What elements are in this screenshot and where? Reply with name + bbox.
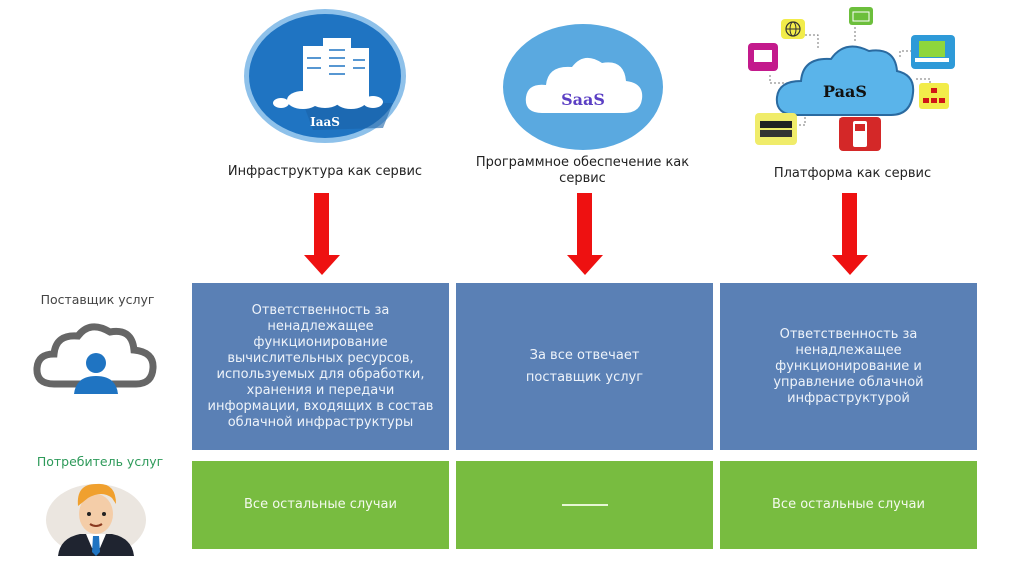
empty-dash: [561, 504, 608, 506]
provider-cell-saas: За все отвечает поставщик услуг: [456, 283, 713, 450]
globe-icon: [781, 19, 805, 39]
paas-diagram: PaaS: [745, 5, 960, 153]
laptop-icon: [911, 35, 955, 69]
iaas-arrow-icon: [303, 193, 341, 276]
provider-cell-paas: Ответственность за ненадлежащее функцион…: [720, 283, 977, 450]
saas-arrow-icon: [566, 193, 604, 276]
server-rack-icon: [755, 113, 797, 145]
network-icon: [919, 83, 949, 109]
consumer-avatar-icon: [44, 476, 148, 556]
paas-badge-label: PaaS: [823, 82, 867, 101]
iaas-caption: Инфраструктура как сервис: [227, 164, 423, 179]
saas-caption: Программное обеспечение как сервис: [475, 155, 690, 186]
mobile-phone-icon: [839, 117, 881, 151]
iaas-badge-label: IaaS: [310, 115, 340, 129]
consumer-label: Потребитель услуг: [36, 454, 164, 469]
provider-label: Поставщик услуг: [40, 292, 155, 307]
consumer-cell-paas: Все остальные случаи: [720, 461, 977, 549]
saas-badge-label: SaaS: [561, 90, 605, 109]
iaas-server-cloud-icon: IaaS: [244, 9, 406, 143]
monitor-icon: [748, 43, 778, 71]
consumer-cell-saas: [456, 461, 713, 549]
consumer-cell-iaas: Все остальные случаи: [192, 461, 449, 549]
mail-icon: [849, 7, 873, 25]
paas-caption: Платформа как сервис: [773, 166, 932, 181]
paas-cloud-icon: [775, 45, 915, 116]
paas-arrow-icon: [831, 193, 869, 276]
iaas-badge: IaaS: [243, 8, 408, 144]
provider-cloud-user-icon: [32, 318, 160, 394]
provider-cell-iaas: Ответственность за ненадлежащее функцион…: [192, 283, 449, 450]
saas-badge: SaaS: [502, 23, 664, 151]
saas-cloud-icon: SaaS: [503, 24, 663, 150]
